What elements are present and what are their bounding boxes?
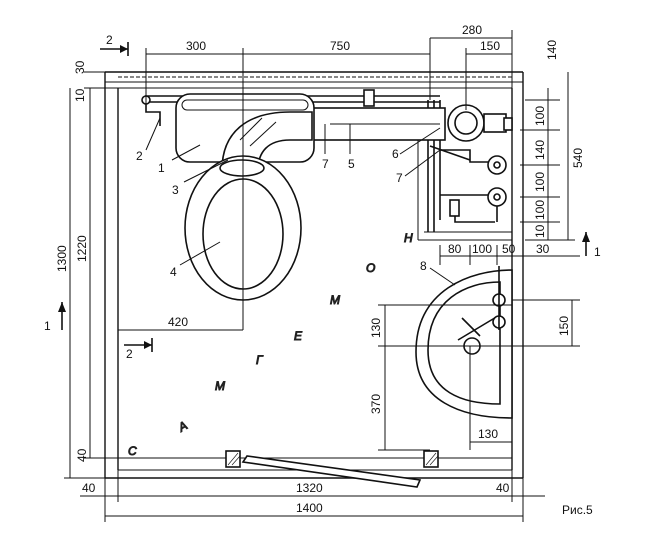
- dimension-lines: [64, 30, 580, 522]
- dim-100-right-c: 100: [533, 200, 547, 220]
- watermark: С А М Г Е М О Н: [128, 231, 414, 459]
- callout-7a: 7: [322, 157, 329, 171]
- dim-30-right: 30: [536, 242, 550, 256]
- dim-150-sink: 150: [557, 316, 571, 336]
- watermark-letter: М: [330, 293, 340, 307]
- dim-140-right: 140: [533, 140, 547, 160]
- dim-150: 150: [480, 39, 500, 53]
- watermark-letter: О: [366, 261, 375, 275]
- watermark-letter: Н: [404, 231, 413, 245]
- dim-10-right: 10: [533, 224, 547, 238]
- dim-1320: 1320: [296, 481, 323, 495]
- dim-80: 80: [448, 242, 462, 256]
- door-opening: [225, 450, 439, 488]
- callout-7b: 7: [396, 171, 403, 185]
- watermark-letter: Е: [294, 329, 303, 343]
- dim-300: 300: [186, 39, 206, 53]
- washbasin: [415, 266, 513, 419]
- dim-1400: 1400: [296, 501, 323, 515]
- dim-100-small: 100: [472, 242, 492, 256]
- callout-6: 6: [392, 147, 399, 161]
- dim-370: 370: [369, 394, 383, 414]
- dim-100-right-b: 100: [533, 172, 547, 192]
- dim-140-top: 140: [545, 40, 559, 60]
- dim-130-sink: 130: [369, 318, 383, 338]
- callout-8: 8: [420, 259, 427, 273]
- section-1-right: 1: [594, 245, 601, 259]
- watermark-letter: С: [128, 444, 137, 458]
- dim-30-left: 30: [73, 60, 87, 74]
- dim-10-left: 10: [73, 88, 87, 102]
- watermark-letter: А: [175, 418, 190, 435]
- dim-420: 420: [168, 315, 188, 329]
- watermark-letter: М: [215, 379, 225, 393]
- callout-2: 2: [136, 149, 143, 163]
- section-2-top: 2: [106, 33, 113, 47]
- section-2-bottom: 2: [126, 347, 133, 361]
- dim-1220: 1220: [75, 235, 89, 262]
- callout-3: 3: [172, 183, 179, 197]
- section-marks: [58, 42, 590, 352]
- callout-5: 5: [348, 157, 355, 171]
- dim-130-bottom: 130: [478, 427, 498, 441]
- callout-4: 4: [170, 265, 177, 279]
- valves: [487, 155, 507, 222]
- section-1-left: 1: [44, 319, 51, 333]
- dim-750: 750: [330, 39, 350, 53]
- watermark-letter: Г: [256, 353, 264, 367]
- dim-50: 50: [502, 242, 516, 256]
- dim-540: 540: [571, 148, 585, 168]
- callout-leaders: [145, 117, 456, 286]
- dim-1300: 1300: [55, 245, 69, 272]
- sewer-pipe: [304, 104, 513, 142]
- dim-100-right-a: 100: [533, 106, 547, 126]
- dim-40-bottom-right: 40: [496, 481, 510, 495]
- dim-280: 280: [462, 23, 482, 37]
- dim-40-bottom-left: 40: [82, 481, 96, 495]
- figure-label: Рис.5: [562, 503, 593, 517]
- callout-1: 1: [158, 161, 165, 175]
- dim-40-left: 40: [75, 448, 89, 462]
